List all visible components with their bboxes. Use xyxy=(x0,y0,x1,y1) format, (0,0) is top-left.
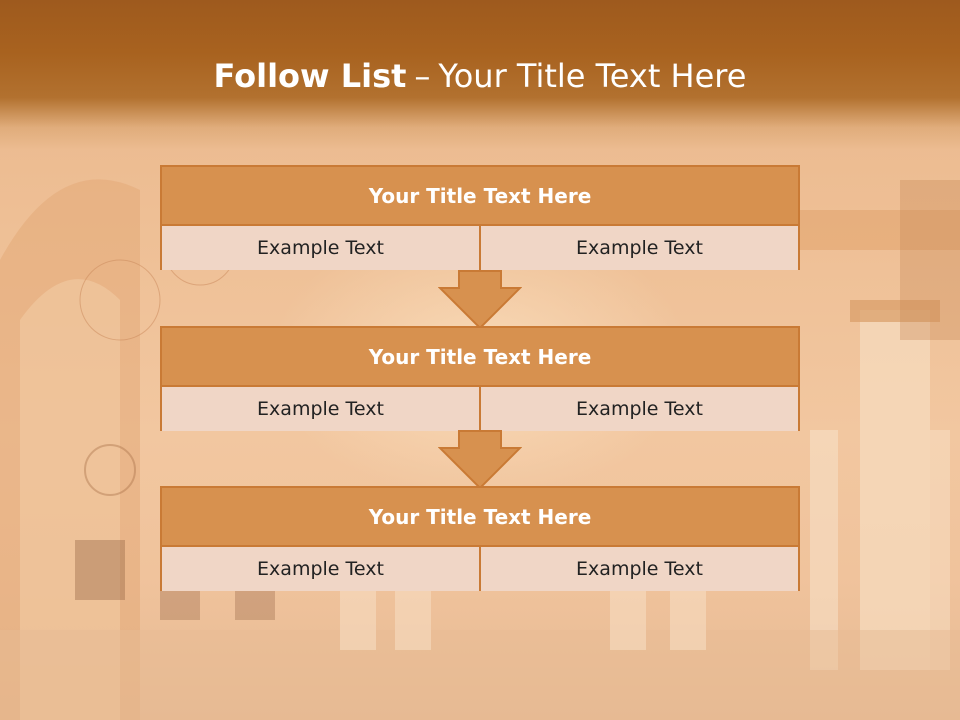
step-card-left-text: Example Text xyxy=(162,226,479,270)
step-card-right-text: Example Text xyxy=(479,387,798,431)
step-card-title: Your Title Text Here xyxy=(162,167,798,226)
step-card-right-text: Example Text xyxy=(479,547,798,591)
step-card-1: Your Title Text Here Example Text Exampl… xyxy=(160,165,800,270)
title-bold-part: Follow List xyxy=(213,57,407,95)
page-title: Follow List–Your Title Text Here xyxy=(0,56,960,96)
step-card-right-text: Example Text xyxy=(479,226,798,270)
step-card-left-text: Example Text xyxy=(162,547,479,591)
down-arrow-icon xyxy=(438,430,522,490)
step-card-title: Your Title Text Here xyxy=(162,488,798,547)
step-card-3: Your Title Text Here Example Text Exampl… xyxy=(160,486,800,591)
header-band xyxy=(0,0,960,150)
down-arrow-icon xyxy=(438,270,522,330)
title-dash: – xyxy=(414,57,431,95)
title-rest-part: Your Title Text Here xyxy=(438,57,747,95)
step-card-row: Example Text Example Text xyxy=(162,226,798,270)
step-card-2: Your Title Text Here Example Text Exampl… xyxy=(160,326,800,431)
step-card-row: Example Text Example Text xyxy=(162,387,798,431)
step-card-left-text: Example Text xyxy=(162,387,479,431)
step-card-row: Example Text Example Text xyxy=(162,547,798,591)
step-card-title: Your Title Text Here xyxy=(162,328,798,387)
